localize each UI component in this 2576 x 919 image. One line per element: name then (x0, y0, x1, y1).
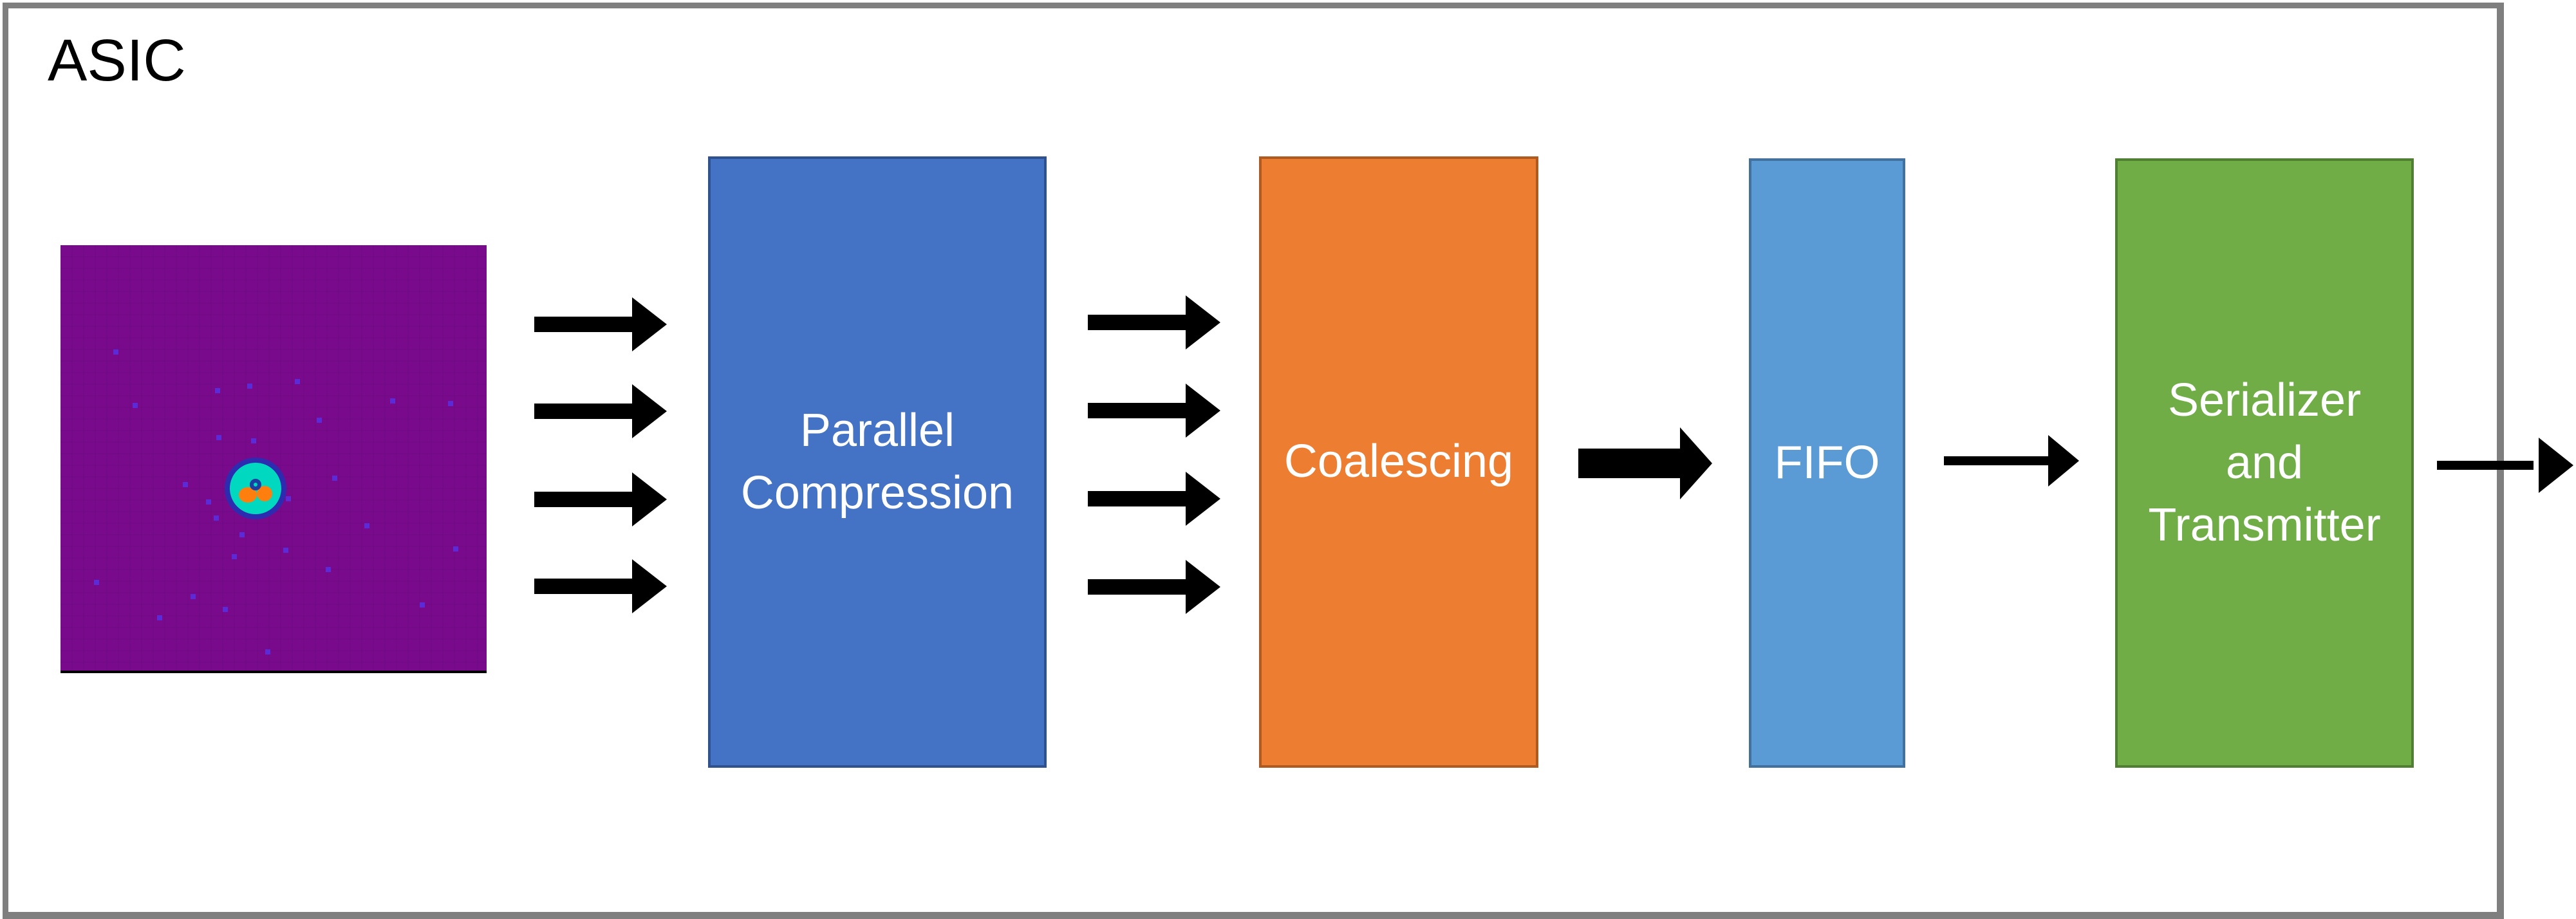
detector-hit-pixel (251, 438, 256, 443)
arrow-fifo-to-serializer (1944, 435, 2079, 487)
detector-hit-pixel (317, 418, 322, 423)
detector-hit-pixel (206, 499, 211, 505)
spot-core (254, 483, 257, 487)
arrow-coalescing-to-fifo (1578, 427, 1712, 499)
detector-hit-pixel (232, 554, 237, 559)
detector-hit-pixel (183, 482, 188, 487)
detector-hit-pixel (265, 649, 270, 654)
coalescing-block: Coalescing (1259, 156, 1538, 768)
detector-hit-pixel (286, 496, 291, 501)
detector-hit-pixel (332, 476, 337, 481)
coalescing-label: Coalescing (1283, 436, 1514, 488)
detector-hit-pixel (223, 607, 228, 612)
arrow-compression-to-coalescing-2 (1088, 384, 1220, 438)
arrow-detector-to-compression-4 (534, 559, 667, 613)
detector-image (61, 245, 487, 673)
fifo-block: FIFO (1749, 158, 1905, 768)
detector-hit-pixel (448, 401, 453, 406)
detector-hit-pixel (214, 515, 219, 521)
parallel-compression-label: Parallel Compression (740, 404, 1014, 519)
spot-hot-right (257, 486, 272, 501)
arrow-compression-to-coalescing-4 (1088, 560, 1220, 614)
detector-hit-pixel (364, 523, 369, 528)
detector-hit-pixel (283, 548, 288, 553)
detector-hit-pixel (326, 567, 331, 572)
parallel-compression-block: Parallel Compression (708, 156, 1047, 768)
detector-hit-pixel (453, 546, 458, 552)
detector-hit-pixel (157, 615, 162, 620)
detector-hit-pixel (191, 594, 196, 599)
detector-hit-pixel (215, 388, 220, 393)
detector-hit-pixel (295, 379, 300, 384)
detector-hit-pixel (420, 602, 425, 608)
detector-hit-pixel (239, 532, 245, 537)
arrow-detector-to-compression-3 (534, 472, 667, 526)
detector-background (61, 245, 487, 671)
arrow-compression-to-coalescing-3 (1088, 472, 1220, 526)
detector-hit-pixel (390, 398, 395, 404)
detector-hit-pixel (133, 403, 138, 408)
fifo-label: FIFO (1774, 436, 1880, 488)
arrow-compression-to-coalescing-1 (1088, 295, 1220, 349)
spot-hot-left (239, 487, 257, 503)
detector-hit-pixel (247, 384, 252, 389)
arrow-detector-to-compression-1 (534, 297, 667, 351)
detector-hit-pixel (216, 435, 221, 440)
asic-label: ASIC (48, 28, 186, 93)
serializer-transmitter-block: Serializer and Transmitter (2115, 158, 2414, 768)
serializer-transmitter-label: Serializer and Transmitter (2148, 374, 2381, 552)
arrow-serializer-output (2437, 438, 2573, 493)
arrow-detector-to-compression-2 (534, 384, 667, 438)
detector-hit-pixel (113, 349, 118, 355)
detector-hit-pixel (94, 580, 99, 585)
